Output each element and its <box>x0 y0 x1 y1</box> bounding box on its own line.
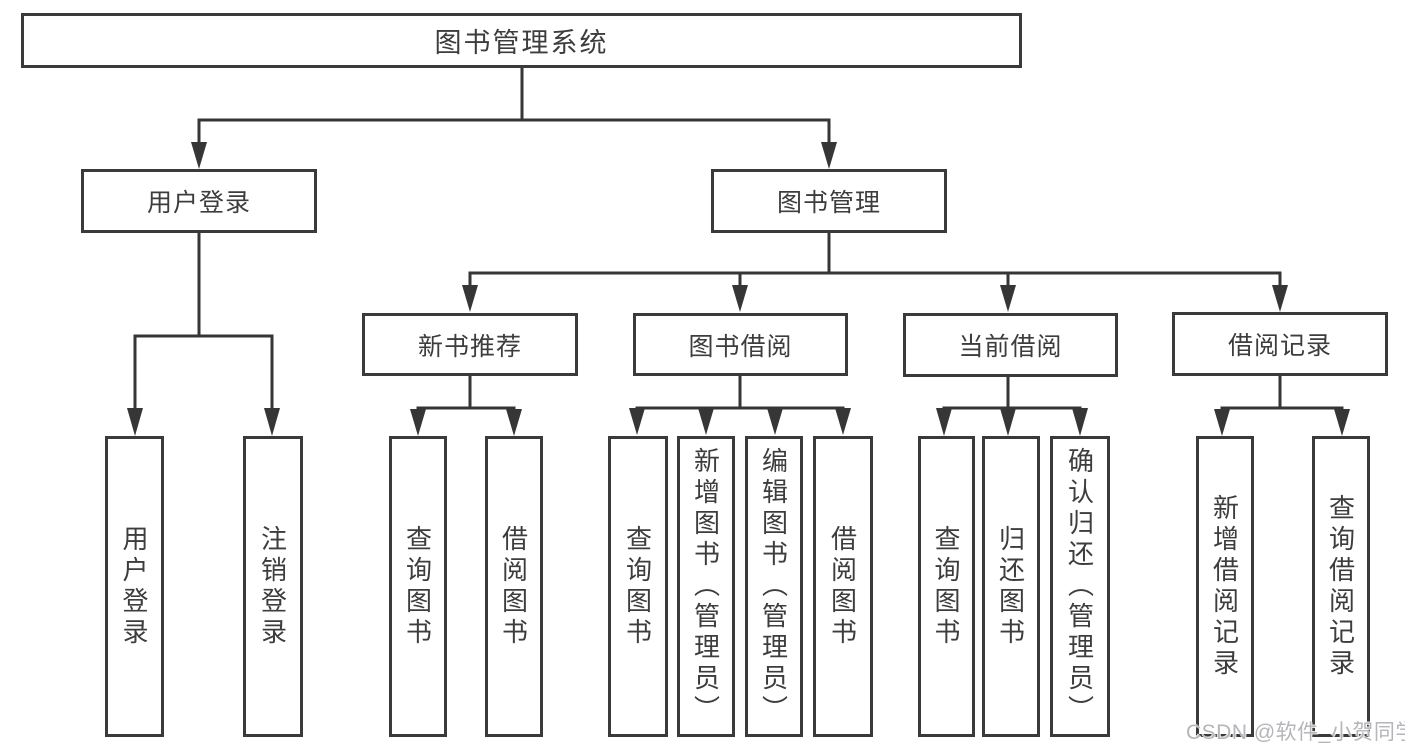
arrow-down-icon <box>767 408 783 435</box>
arrow-down-icon <box>936 408 952 436</box>
arrow-down-icon <box>835 408 851 435</box>
csdn-watermark: CSDN @软件_小贺同学 <box>1186 721 1405 744</box>
arrow-down-icon <box>821 142 837 169</box>
node-library-management-system: 图书管理系统 <box>21 13 1022 68</box>
leaf-user-login: 用户登录 <box>105 436 164 737</box>
arrow-down-icon <box>1272 285 1288 312</box>
leaf-query-books-borrow: 查询图书 <box>608 436 668 737</box>
leaf-logout: 注销登录 <box>243 436 303 737</box>
arrowheads <box>127 142 1350 436</box>
node-book-management: 图书管理 <box>711 169 947 233</box>
node-borrowing-records: 借阅记录 <box>1172 312 1388 376</box>
arrow-down-icon <box>732 285 748 312</box>
arrow-down-icon <box>410 409 426 436</box>
arrow-down-icon <box>191 142 207 169</box>
arrow-down-icon <box>1214 409 1230 436</box>
arrow-down-icon <box>264 408 280 436</box>
arrow-down-icon <box>1072 408 1088 436</box>
arrow-down-icon <box>629 408 645 435</box>
node-book-borrowing: 图书借阅 <box>633 313 848 376</box>
leaf-borrow-books-recommend: 借阅图书 <box>485 436 543 737</box>
leaf-edit-book-admin: 编辑图书（管理员） <box>745 436 803 737</box>
node-user-login: 用户登录 <box>81 169 317 233</box>
arrow-down-icon <box>698 408 714 435</box>
arrow-down-icon <box>462 285 478 312</box>
leaf-confirm-return-admin: 确认归还（管理员） <box>1050 436 1110 737</box>
leaf-query-books-current: 查询图书 <box>918 436 975 737</box>
leaf-query-borrow-record: 查询借阅记录 <box>1312 436 1370 737</box>
leaf-query-books-recommend: 查询图书 <box>389 436 447 737</box>
arrow-down-icon <box>1000 285 1016 312</box>
arrow-down-icon <box>1334 409 1350 436</box>
leaf-add-borrow-record: 新增借阅记录 <box>1196 436 1254 737</box>
node-new-book-recommendation: 新书推荐 <box>362 313 578 376</box>
arrow-down-icon <box>1000 408 1016 436</box>
arrow-down-icon <box>127 408 143 436</box>
node-current-borrowing: 当前借阅 <box>903 313 1118 377</box>
leaf-add-book-admin: 新增图书（管理员） <box>677 436 735 737</box>
leaf-return-book: 归还图书 <box>982 436 1040 737</box>
arrow-down-icon <box>506 409 522 436</box>
leaf-borrow-books: 借阅图书 <box>813 436 873 737</box>
